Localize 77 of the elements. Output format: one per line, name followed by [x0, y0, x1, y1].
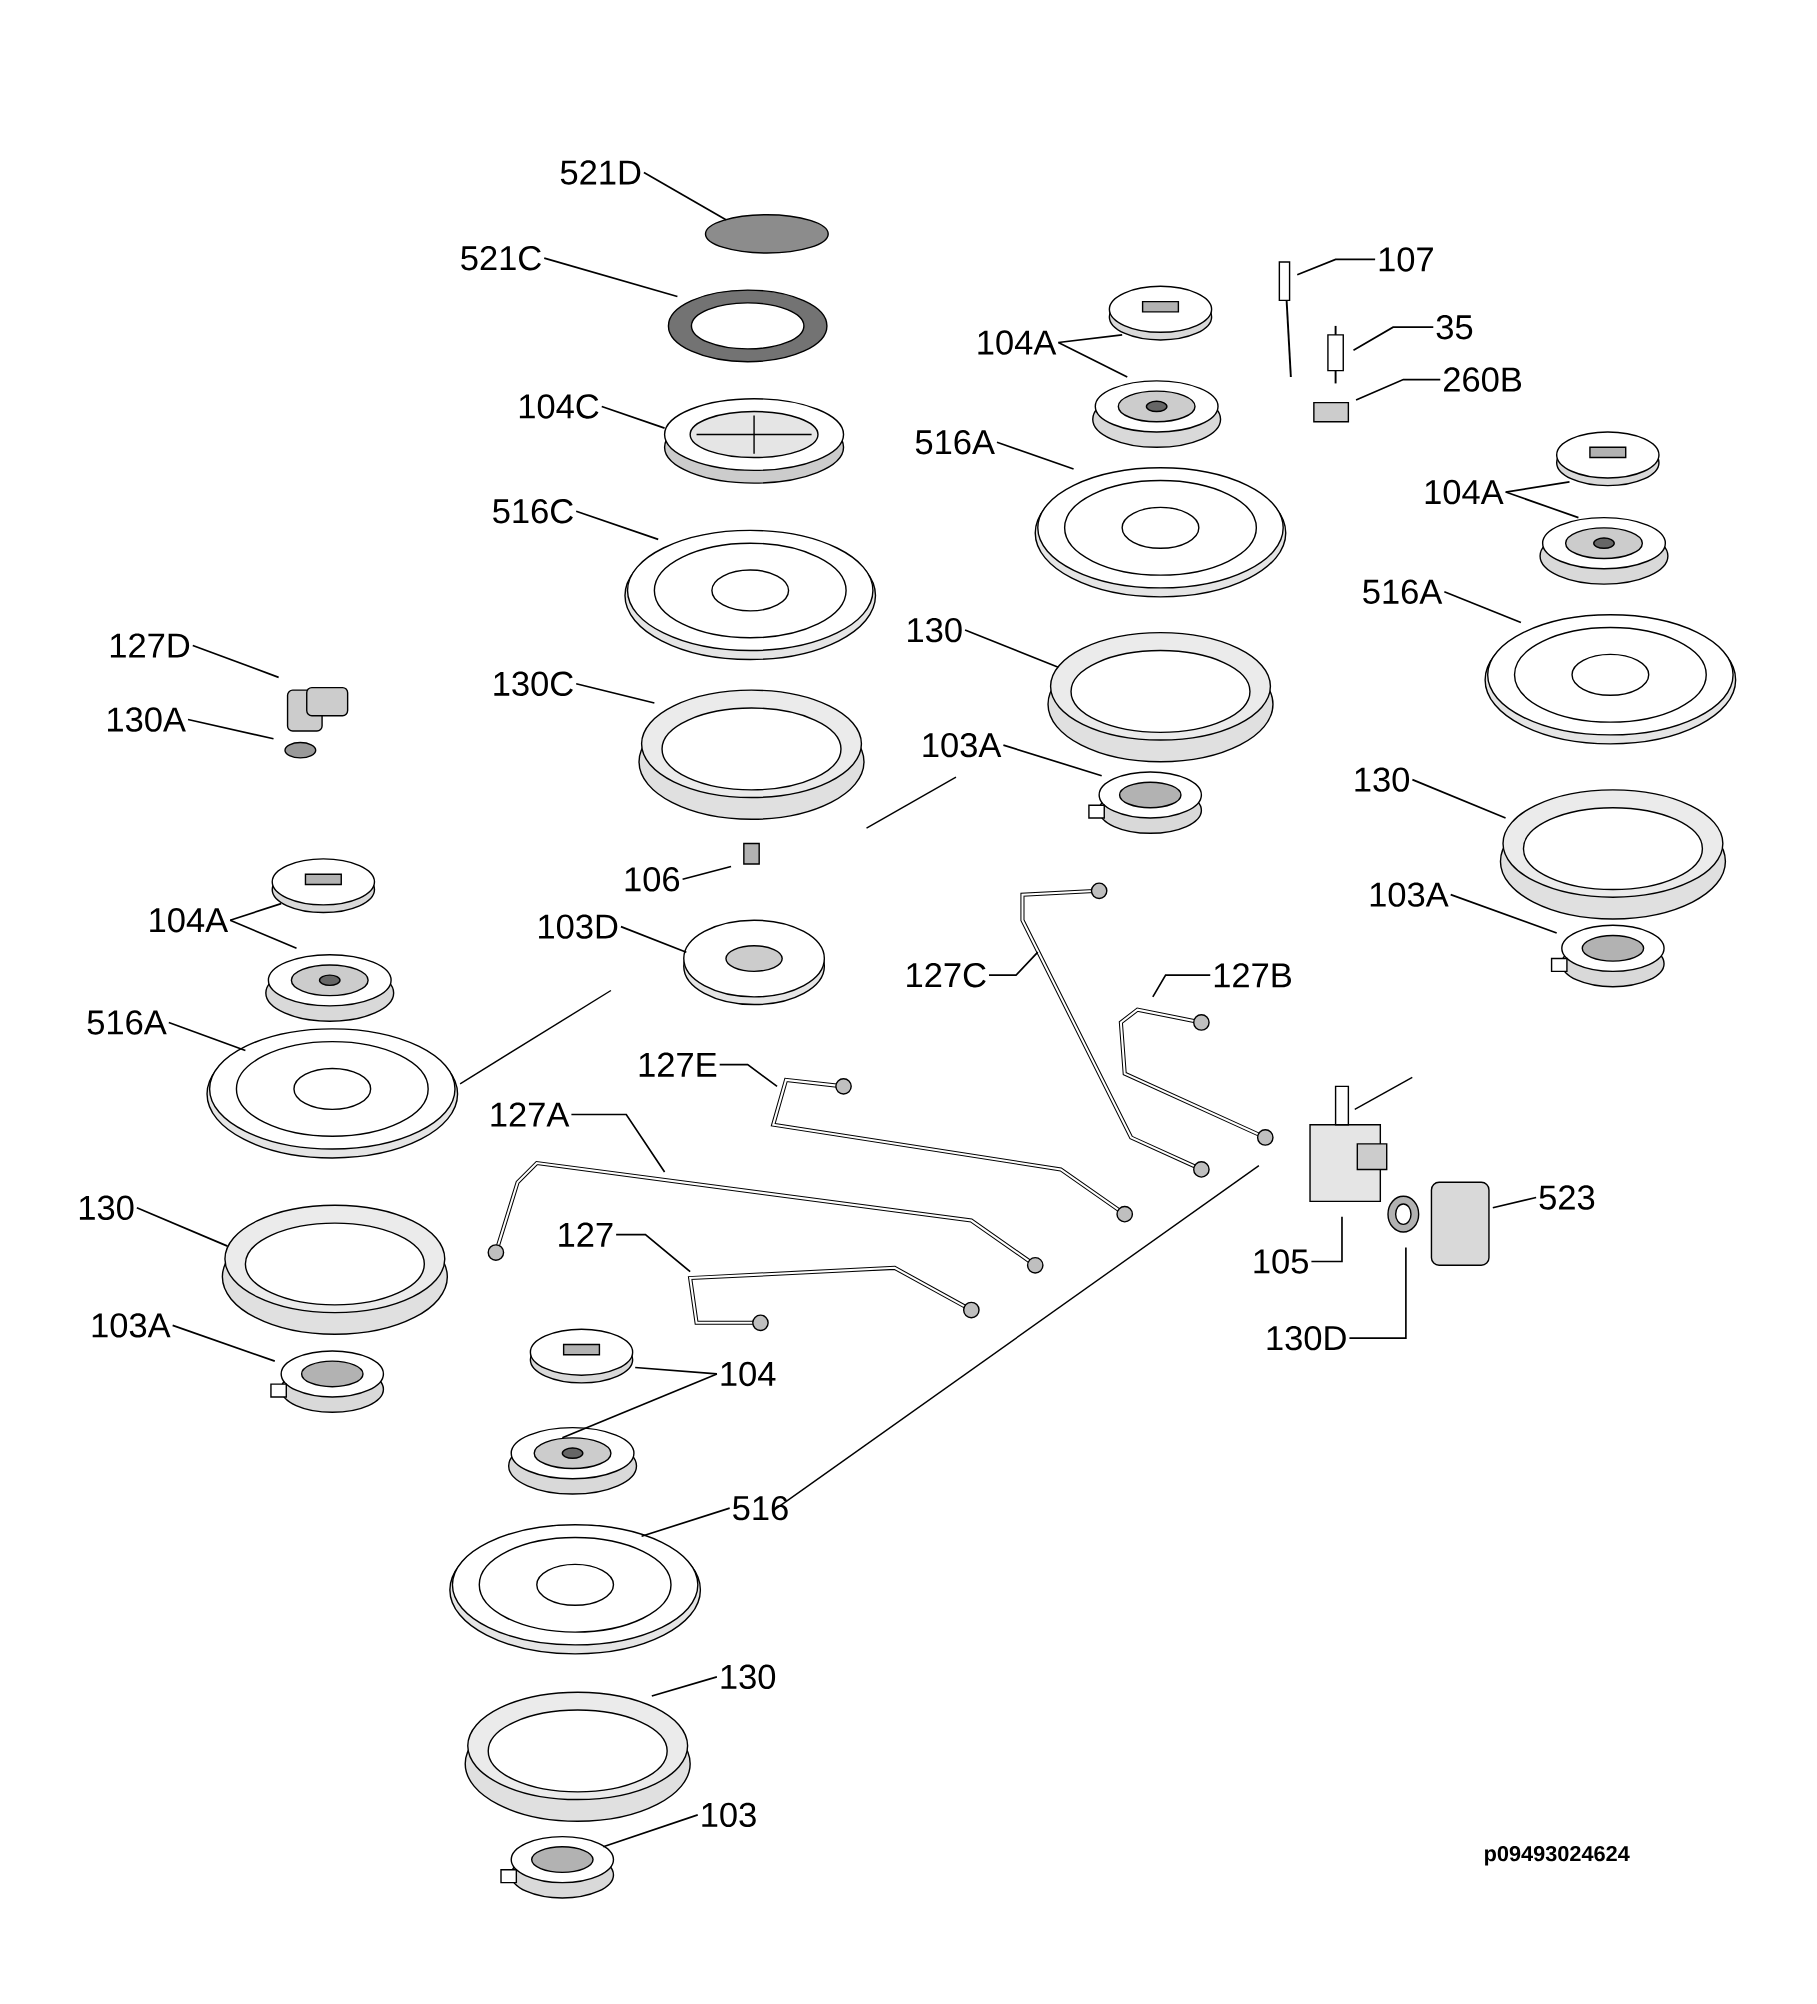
- leader-line: [619, 925, 687, 953]
- callout-number: 127E: [639, 1052, 716, 1077]
- leader-line: [1296, 258, 1376, 276]
- callout-number: 127B: [1214, 963, 1291, 988]
- callout-number: 521C: [460, 245, 541, 271]
- callout-number: 35: [1436, 314, 1472, 340]
- leader-line: [718, 1063, 778, 1088]
- callout-number: 104: [721, 1361, 776, 1387]
- leader-line: [602, 1814, 699, 1848]
- callout-number: 104A: [150, 908, 228, 933]
- leader-line: [615, 1233, 691, 1273]
- callout-number: 127: [559, 1222, 613, 1247]
- drawing-number: p09493024624: [1484, 1845, 1630, 1866]
- leader-line: [171, 1324, 276, 1362]
- leader-line: [135, 1206, 229, 1247]
- callout-number: 107: [1379, 247, 1433, 272]
- callout-number: 130D: [1267, 1325, 1346, 1351]
- leader-line: [987, 951, 1039, 976]
- callout-number: 521D: [560, 160, 641, 185]
- callout-number: 104A: [978, 330, 1057, 355]
- callout-number: 260B: [1443, 367, 1521, 392]
- callout-number: 127C: [906, 962, 986, 988]
- callout-number: 104A: [1425, 479, 1504, 505]
- leader-line: [1355, 378, 1441, 401]
- callout-number: 523: [1539, 1185, 1594, 1210]
- leader-line: [167, 1021, 246, 1052]
- leader-line: [1443, 590, 1522, 624]
- leader-line: [543, 257, 678, 298]
- leader-line: [964, 629, 1059, 668]
- callout-number: 130: [721, 1664, 775, 1690]
- leader-line: [640, 1507, 731, 1538]
- callout-number: 130: [907, 617, 962, 643]
- leader-line: [575, 682, 655, 704]
- leader-line: [1352, 326, 1434, 351]
- leader-line: [1411, 778, 1507, 819]
- leader-line: [642, 171, 727, 221]
- callout-number: 130A: [107, 707, 186, 732]
- leader-line: [1449, 893, 1558, 934]
- leader-line: [1348, 1246, 1407, 1339]
- leader-line: [634, 1366, 718, 1375]
- callout-number: 105: [1254, 1249, 1308, 1274]
- leader-line: [186, 718, 275, 740]
- callout-number: 103: [702, 1802, 756, 1828]
- callout-number: 127D: [110, 633, 189, 658]
- leader-line: [1504, 481, 1571, 493]
- leader-line: [229, 919, 298, 950]
- leader-line: [600, 405, 666, 429]
- leader-line: [1151, 974, 1211, 998]
- callout-number: 516C: [492, 499, 573, 524]
- callout-number: 130: [1355, 767, 1409, 792]
- callout-number: 516A: [87, 1010, 167, 1035]
- leader-line: [1504, 491, 1580, 519]
- callout-number: 106: [625, 867, 679, 892]
- leader-line: [1491, 1196, 1537, 1209]
- leader-line: [1002, 744, 1103, 777]
- leader-line: [995, 441, 1075, 470]
- callout-number: 104C: [519, 394, 599, 419]
- leader-line: [575, 510, 659, 541]
- callout-number: 103D: [538, 914, 618, 939]
- callout-number: 516A: [1362, 579, 1443, 604]
- callout-number: 127A: [491, 1102, 570, 1127]
- callout-number: 516A: [915, 430, 995, 455]
- leader-line: [229, 902, 282, 922]
- leader-line: [561, 1373, 718, 1439]
- leader-line: [1310, 1215, 1343, 1263]
- leader-line: [570, 1113, 666, 1173]
- callout-number: 103A: [1370, 882, 1449, 907]
- leader-line: [650, 1676, 718, 1697]
- callout-number: 103A: [92, 1313, 171, 1338]
- callout-number: 130: [79, 1195, 134, 1220]
- leader-line: [1057, 341, 1128, 378]
- leader-line: [191, 644, 280, 679]
- leader-line: [1057, 334, 1123, 344]
- callout-number: 516: [732, 1495, 788, 1521]
- callout-number: 130C: [494, 671, 573, 696]
- leader-line: [681, 865, 732, 881]
- callout-number: 103A: [923, 732, 1002, 758]
